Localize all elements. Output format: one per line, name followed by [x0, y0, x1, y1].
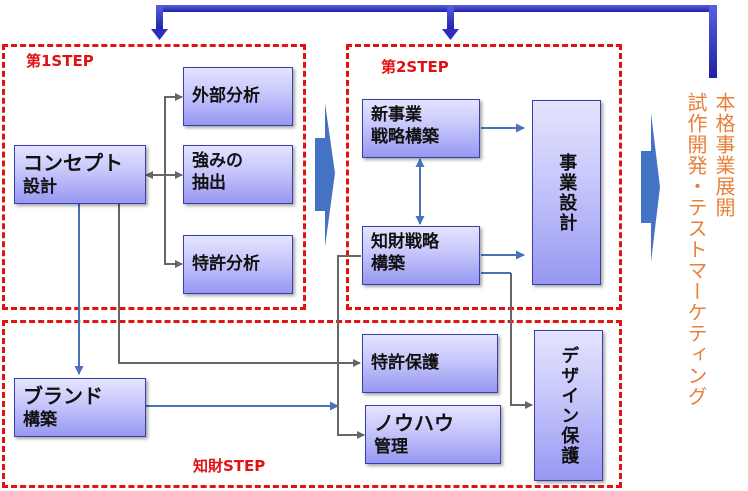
- outcome-prototype-testmarketing: 試作開発・テストマーケティング: [684, 92, 708, 407]
- zone-step2: [346, 44, 622, 310]
- connector-concept-analysis: [145, 93, 183, 268]
- outcome-full-business: 本格事業展開: [712, 92, 736, 218]
- box-design-protection: デザイン保護: [534, 330, 603, 481]
- box-external-analysis: 外部分析: [183, 67, 293, 126]
- zone-ip-step: [2, 320, 622, 488]
- connector-concept-patent-protection: [118, 204, 361, 367]
- box-strength-extraction: 強みの 抽出: [183, 145, 293, 204]
- chevron-arrow-step1-to-step2: [315, 103, 335, 247]
- zone-ip-step-label: 知財STEP: [193, 457, 266, 475]
- box-patent-protection: 特許保護: [362, 334, 498, 393]
- connector-ipstrategy-designprotection: [481, 272, 533, 409]
- box-new-business-strategy: 新事業 戦略構築: [362, 99, 480, 158]
- zone-step1-label: 第1STEP: [26, 52, 94, 70]
- box-ip-strategy: 知財戦略 構築: [362, 226, 480, 285]
- zone-step2-label: 第2STEP: [381, 58, 449, 76]
- box-business-design: 事業設計: [532, 100, 601, 285]
- feedback-arrow: [151, 5, 717, 78]
- connector-ipstrategy-knowhow: [337, 255, 365, 439]
- chevron-arrow-step2-to-outcome: [641, 113, 660, 262]
- box-concept-design: コンセプト 設計: [14, 145, 146, 204]
- zone-step1: [2, 44, 306, 310]
- box-brand-building: ブランド 構築: [14, 378, 146, 437]
- box-knowhow-management: ノウハウ 管理: [365, 405, 501, 464]
- box-patent-analysis: 特許分析: [183, 235, 293, 294]
